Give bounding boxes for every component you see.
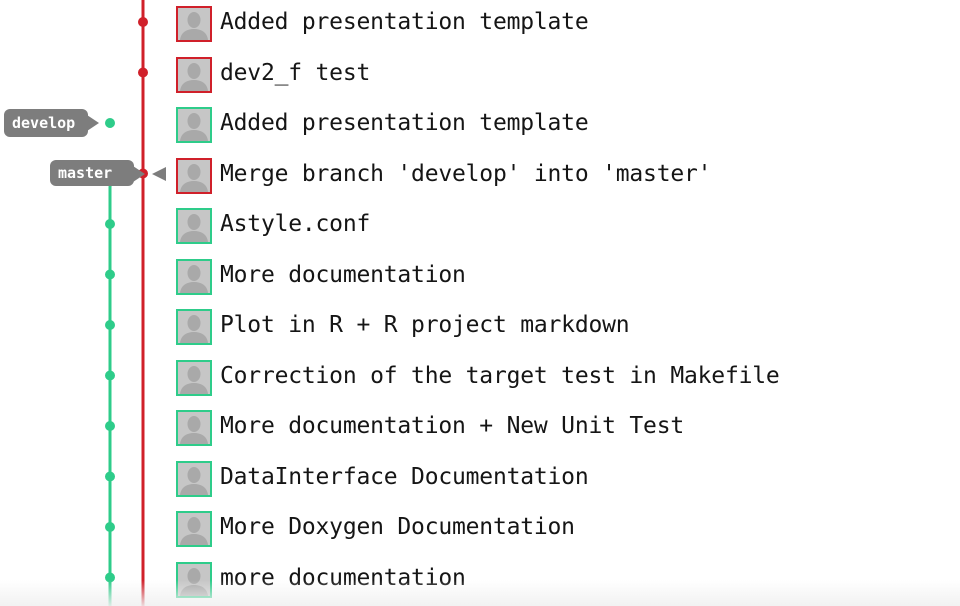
commit-message: dev2_f test bbox=[220, 59, 371, 86]
commit-row[interactable]: more documentation bbox=[0, 556, 960, 606]
commit-row[interactable]: More documentation + New Unit Test bbox=[0, 404, 960, 454]
commit-message: DataInterface Documentation bbox=[220, 463, 589, 490]
commit-row[interactable]: Astyle.conf bbox=[0, 202, 960, 252]
commit-message: More Doxygen Documentation bbox=[220, 514, 575, 540]
commit-message: Astyle.conf bbox=[220, 211, 371, 237]
commit-row[interactable]: Added presentation template bbox=[0, 101, 960, 151]
avatar-icon bbox=[176, 561, 212, 598]
commit-message: Added presentation template bbox=[220, 9, 589, 35]
commit-message: More documentation bbox=[220, 261, 466, 288]
commit-row[interactable]: More Doxygen Documentation bbox=[0, 505, 960, 555]
commit-dot bbox=[105, 471, 115, 482]
commit-row[interactable]: DataInterface Documentation bbox=[0, 455, 960, 505]
avatar-icon bbox=[176, 359, 212, 396]
branch-tag-develop[interactable]: develop bbox=[4, 109, 99, 137]
commit-row[interactable]: Merge branch 'develop' into 'master' bbox=[0, 152, 960, 202]
commit-row[interactable]: More documentation bbox=[0, 253, 960, 303]
commit-row[interactable]: dev2_f test bbox=[0, 51, 960, 101]
branch-tag-master[interactable]: master bbox=[50, 160, 145, 186]
avatar-icon bbox=[176, 208, 212, 244]
avatar-icon bbox=[176, 309, 212, 345]
commit-dot bbox=[105, 269, 115, 280]
avatar-icon bbox=[176, 410, 212, 446]
commit-message: more documentation bbox=[220, 564, 466, 591]
avatar-icon bbox=[176, 157, 212, 194]
commit-dot bbox=[138, 67, 148, 78]
commit-dot bbox=[138, 17, 148, 27]
commit-message: More documentation + New Unit Test bbox=[220, 413, 685, 439]
avatar-icon bbox=[176, 460, 212, 497]
commit-message: Merge branch 'develop' into 'master' bbox=[220, 160, 712, 187]
avatar-icon bbox=[176, 258, 212, 295]
commit-dot bbox=[105, 522, 115, 532]
commit-dot bbox=[105, 370, 115, 381]
avatar-icon bbox=[176, 6, 212, 42]
commit-message: Plot in R + R project markdown bbox=[220, 312, 630, 338]
head-arrow-icon bbox=[152, 167, 166, 181]
commit-row[interactable]: Added presentation template bbox=[0, 0, 960, 50]
commit-message: Correction of the target test in Makefil… bbox=[220, 362, 780, 389]
commit-dot bbox=[105, 219, 115, 229]
avatar-icon bbox=[176, 107, 212, 143]
commit-dot bbox=[105, 421, 115, 431]
commit-row[interactable]: Plot in R + R project markdown bbox=[0, 303, 960, 353]
commit-row[interactable]: Correction of the target test in Makefil… bbox=[0, 354, 960, 404]
commit-dot bbox=[105, 320, 115, 330]
commit-message: Added presentation template bbox=[220, 110, 589, 136]
avatar-icon bbox=[176, 56, 212, 93]
commit-dot bbox=[105, 118, 115, 128]
avatar-icon bbox=[176, 511, 212, 547]
